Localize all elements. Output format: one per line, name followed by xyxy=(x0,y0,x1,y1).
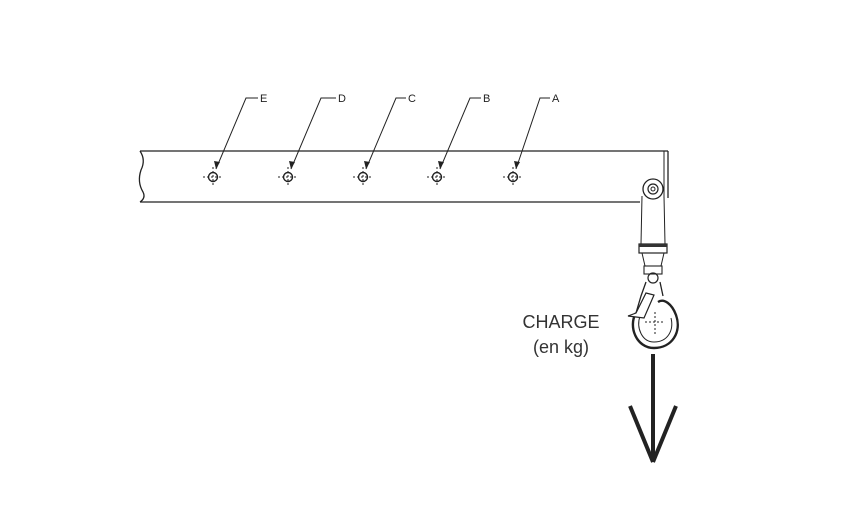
boom-arm xyxy=(138,150,669,203)
callout-label-a: A xyxy=(552,93,560,105)
hole-e xyxy=(203,167,223,187)
boom-holes xyxy=(203,167,523,187)
callout-label-d: D xyxy=(338,93,346,105)
hole-c xyxy=(353,167,373,187)
callout-label-c: C xyxy=(408,93,416,105)
hole-a xyxy=(503,167,523,187)
pivot-link xyxy=(638,178,668,275)
hole-b xyxy=(427,167,447,187)
callout-a: A xyxy=(514,93,560,170)
load-label-line2: (en kg) xyxy=(533,337,589,357)
callout-d: D xyxy=(289,93,346,170)
crane-hook xyxy=(627,272,679,350)
load-arrow xyxy=(628,354,678,463)
load-label-line1: CHARGE xyxy=(522,312,599,332)
callout-label-b: B xyxy=(483,93,490,105)
hole-d xyxy=(278,167,298,187)
callout-b: B xyxy=(438,93,490,170)
callout-c: C xyxy=(364,93,416,170)
callout-label-e: E xyxy=(260,93,267,105)
callout-e: E xyxy=(214,93,267,170)
